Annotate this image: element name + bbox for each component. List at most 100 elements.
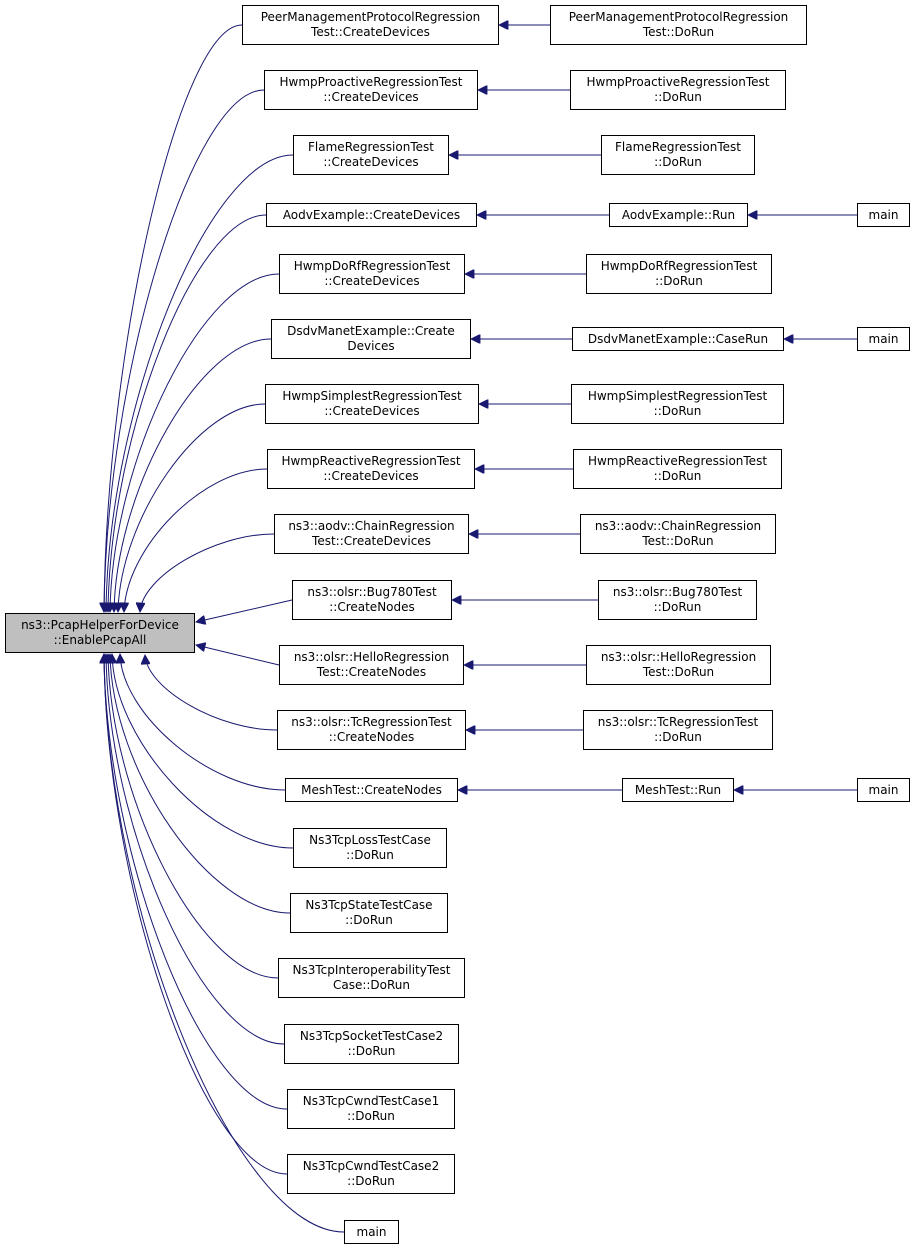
node-dsdv_run[interactable]: DsdvManetExample::CaseRun <box>572 327 784 351</box>
node-hrea_dr[interactable]: HwmpReactiveRegressionTest::DoRun <box>573 449 782 489</box>
edge-bug_cn-to-pcap <box>196 599 293 622</box>
edge-tcpsock2-to-pcap <box>106 654 285 1045</box>
node-label-line: Test::DoRun <box>642 25 715 39</box>
node-label-line: Ns3TcpStateTestCase <box>305 898 433 912</box>
edge-tcploss-to-pcap <box>112 654 294 849</box>
node-label-line: AodvExample::Run <box>621 207 736 222</box>
node-label-line: Ns3TcpInteroperabilityTest <box>292 963 451 977</box>
node-label-line: PeerManagementProtocolRegression <box>568 10 789 24</box>
node-aodv_run[interactable]: AodvExample::Run <box>609 203 748 227</box>
node-bug_cn[interactable]: ns3::olsr::Bug780Test::CreateNodes <box>292 580 452 620</box>
node-label-line: PeerManagementProtocolRegression <box>260 10 481 24</box>
edge-tcpcwnd1-to-pcap <box>104 654 288 1110</box>
edge-dsdv_cd-to-pcap <box>114 338 272 612</box>
node-tc_cn[interactable]: ns3::olsr::TcRegressionTest::CreateNodes <box>277 710 466 750</box>
node-hdorf_dr[interactable]: HwmpDoRfRegressionTest::DoRun <box>586 254 772 294</box>
node-label-line: ns3::olsr::Bug780Test <box>307 585 437 599</box>
node-label-line: ::CreateDevices <box>323 155 419 169</box>
node-aodv_cd[interactable]: AodvExample::CreateDevices <box>266 203 477 227</box>
node-label-line: HwmpReactiveRegressionTest <box>587 454 768 468</box>
node-hdorf_cd[interactable]: HwmpDoRfRegressionTest::CreateDevices <box>279 254 465 294</box>
node-label-line: ::DoRun <box>653 600 702 614</box>
node-tc_dr[interactable]: ns3::olsr::TcRegressionTest::DoRun <box>583 710 773 750</box>
node-label-line: HwmpDoRfRegressionTest <box>600 259 758 273</box>
node-tcpcwnd1[interactable]: Ns3TcpCwndTestCase1::DoRun <box>287 1089 455 1129</box>
node-label-line: ::DoRun <box>347 1044 396 1058</box>
edge-mesh_cn-to-pcap <box>120 654 286 791</box>
node-label-line: ::DoRun <box>347 1109 395 1123</box>
node-label-line: ::CreateDevices <box>324 274 420 288</box>
node-label-line: ns3::aodv::ChainRegression <box>594 519 762 533</box>
node-label-line: Test::DoRun <box>642 665 715 679</box>
node-label-line: Case::DoRun <box>332 978 411 992</box>
node-label-line: ::DoRun <box>655 274 703 288</box>
node-label-line: MeshTest::Run <box>634 782 722 797</box>
node-hpro_cd[interactable]: HwmpProactiveRegressionTest::CreateDevic… <box>264 70 478 110</box>
edge-hrea_cd-to-pcap <box>124 468 268 612</box>
node-label-line: Test::CreateDevices <box>312 534 431 548</box>
edge-hpro_cd-to-pcap <box>104 89 265 612</box>
edge-aodv_cd-to-pcap <box>108 214 267 612</box>
node-label-line: ::DoRun <box>653 469 702 483</box>
node-label-line: Ns3TcpSocketTestCase2 <box>299 1029 444 1043</box>
node-main4[interactable]: main <box>344 1220 399 1244</box>
node-label-line: main <box>868 782 899 797</box>
node-hrea_cd[interactable]: HwmpReactiveRegressionTest::CreateDevice… <box>267 449 475 489</box>
node-tcpsock2[interactable]: Ns3TcpSocketTestCase2::DoRun <box>284 1024 459 1064</box>
node-label-line: MeshTest::CreateNodes <box>301 782 442 797</box>
edge-hello_cn-to-pcap <box>196 645 280 666</box>
edge-pmp_cd-to-pcap <box>104 24 243 612</box>
node-label-line: main <box>868 331 899 346</box>
edge-chain_cd-to-pcap <box>140 533 275 612</box>
node-label-line: HwmpSimplestRegressionTest <box>587 389 768 403</box>
edge-hdorf_cd-to-pcap <box>110 273 280 612</box>
node-bug_dr[interactable]: ns3::olsr::Bug780Test::DoRun <box>598 580 757 620</box>
node-flame_dr[interactable]: FlameRegressionTest::DoRun <box>601 135 755 175</box>
node-label-line: ::CreateNodes <box>329 600 415 614</box>
node-label-line: Devices <box>347 339 395 353</box>
node-tcpstate[interactable]: Ns3TcpStateTestCase::DoRun <box>290 893 448 933</box>
root-node: ns3::PcapHelperForDevice::EnablePcapAll <box>5 613 195 653</box>
node-tcpcwnd2[interactable]: Ns3TcpCwndTestCase2::DoRun <box>287 1154 455 1194</box>
node-label-line: ::CreateDevices <box>324 404 420 418</box>
node-label-line: DsdvManetExample::Create <box>287 324 455 338</box>
node-label-line: HwmpReactiveRegressionTest <box>281 454 461 468</box>
edge-flame_cd-to-pcap <box>106 154 294 612</box>
node-mesh_cn[interactable]: MeshTest::CreateNodes <box>285 778 458 802</box>
node-hpro_dr[interactable]: HwmpProactiveRegressionTest::DoRun <box>570 70 786 110</box>
node-mesh_run[interactable]: MeshTest::Run <box>622 778 734 802</box>
node-label-line: Ns3TcpLossTestCase <box>309 833 431 847</box>
node-label-line: ns3::olsr::Bug780Test <box>612 585 743 599</box>
node-label-line: DsdvManetExample::CaseRun <box>587 331 769 346</box>
node-label-line: ns3::olsr::HelloRegression <box>600 650 757 664</box>
node-main2[interactable]: main <box>857 327 910 351</box>
node-label-line: ns3::PcapHelperForDevice <box>21 618 179 632</box>
node-label-line: main <box>868 207 899 222</box>
node-label-line: ns3::aodv::ChainRegression <box>288 519 455 533</box>
node-label-line: Test::CreateNodes <box>316 665 427 679</box>
node-label-line: HwmpProactiveRegressionTest <box>279 75 463 89</box>
node-label-line: Ns3TcpCwndTestCase1 <box>302 1094 440 1108</box>
node-label-line: FlameRegressionTest <box>308 140 434 154</box>
node-label-line: ::CreateDevices <box>323 469 419 483</box>
node-flame_cd[interactable]: FlameRegressionTest::CreateDevices <box>293 135 449 175</box>
node-hsim_dr[interactable]: HwmpSimplestRegressionTest::DoRun <box>571 384 784 424</box>
node-main3[interactable]: main <box>857 778 910 802</box>
node-main1[interactable]: main <box>857 203 910 227</box>
node-hsim_cd[interactable]: HwmpSimplestRegressionTest::CreateDevice… <box>265 384 479 424</box>
edge-main4-to-pcap <box>104 654 345 1233</box>
node-tcploss[interactable]: Ns3TcpLossTestCase::DoRun <box>293 828 447 868</box>
node-label-line: ::DoRun <box>654 155 702 169</box>
node-label-line: ::DoRun <box>654 730 702 744</box>
node-label-line: HwmpSimplestRegressionTest <box>282 389 462 403</box>
edge-tc_cn-to-pcap <box>145 655 278 731</box>
